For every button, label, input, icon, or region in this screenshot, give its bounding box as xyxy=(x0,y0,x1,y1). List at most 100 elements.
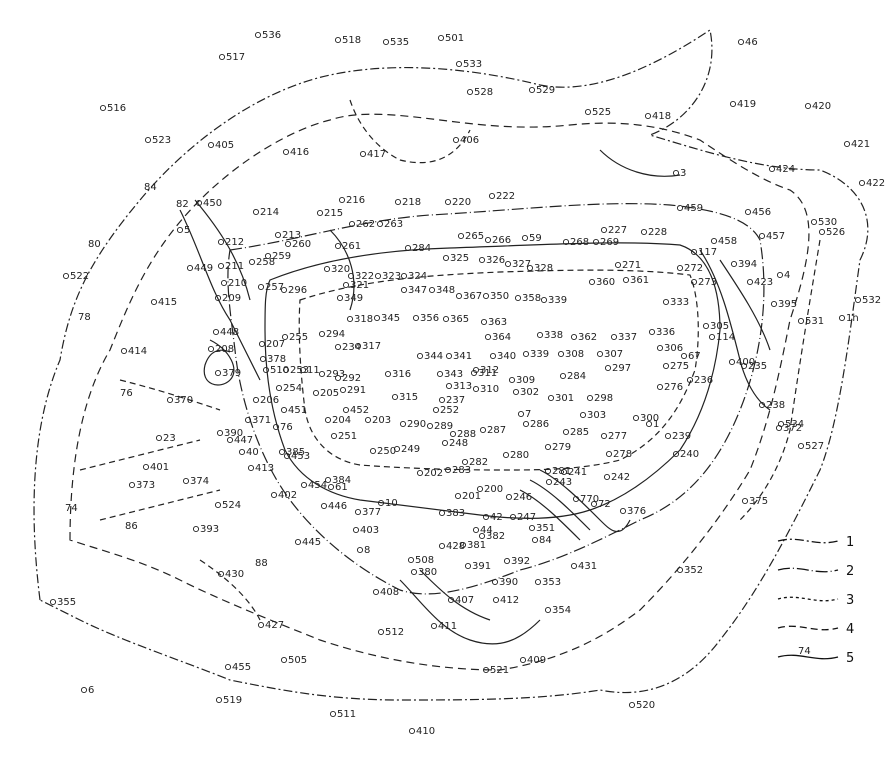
well-label: 378 xyxy=(267,354,286,365)
well-label: 283 xyxy=(452,465,471,476)
well-marker-icon xyxy=(391,393,399,401)
well-370: 370 xyxy=(166,395,193,406)
well-marker-icon xyxy=(708,333,716,341)
well-label: 431 xyxy=(578,561,597,572)
well-marker-icon xyxy=(316,209,324,217)
well-347: 347 xyxy=(400,285,427,296)
well-marker-icon xyxy=(49,598,57,606)
well-marker-icon xyxy=(374,272,382,280)
well-marker-icon xyxy=(217,570,225,578)
well-label: 456 xyxy=(752,207,771,218)
well-marker-icon xyxy=(676,204,684,212)
well-label: 276 xyxy=(664,382,683,393)
well-label: 372 xyxy=(783,423,802,434)
well-380: 380 xyxy=(410,567,437,578)
well-label: 427 xyxy=(265,620,284,631)
well-marker-icon xyxy=(354,342,362,350)
well-450: 450 xyxy=(195,198,222,209)
well-320: 320 xyxy=(323,264,350,275)
well-1h: 1h xyxy=(838,313,859,324)
well-label: 459 xyxy=(684,203,703,214)
legend-line-sample xyxy=(777,538,839,544)
well-525: 525 xyxy=(584,107,611,118)
well-label: 322 xyxy=(355,271,374,282)
well-375: 375 xyxy=(741,496,768,507)
well-label: 451 xyxy=(288,405,307,416)
well-label: 354 xyxy=(552,605,571,616)
well-marker-icon xyxy=(347,272,355,280)
well-214: 214 xyxy=(252,207,279,218)
well-label: 422 xyxy=(866,178,885,189)
well-marker-icon xyxy=(400,286,408,294)
well-label: 364 xyxy=(492,332,511,343)
well-label: 206 xyxy=(260,395,279,406)
well-280: 280 xyxy=(502,450,529,461)
well-marker-icon xyxy=(257,283,265,291)
well-label: 360 xyxy=(596,277,615,288)
well-label: 5 xyxy=(184,225,190,236)
well-label: 457 xyxy=(766,231,785,242)
well-marker-icon xyxy=(404,244,412,252)
legend-line-sample xyxy=(777,654,839,660)
well-label: 272 xyxy=(684,263,703,274)
well-marker-icon xyxy=(491,578,499,586)
well-marker-icon xyxy=(676,566,684,574)
well-label: 259 xyxy=(272,251,291,262)
contour-line xyxy=(349,99,471,164)
well-23: 23 xyxy=(155,433,176,444)
well-418: 418 xyxy=(644,111,671,122)
well-label: 269 xyxy=(600,237,619,248)
well-label: 393 xyxy=(200,524,219,535)
well-label: 1 xyxy=(653,419,659,430)
well-label: 240 xyxy=(680,449,699,460)
well-label: 349 xyxy=(344,293,363,304)
well-label: 395 xyxy=(778,299,797,310)
well-421: 421 xyxy=(843,139,870,150)
well-420: 420 xyxy=(804,101,831,112)
well-344: 344 xyxy=(416,351,443,362)
well-label: 508 xyxy=(415,555,434,566)
well-label: 23 xyxy=(163,433,176,444)
well-label: 517 xyxy=(226,52,245,63)
well-label: 382 xyxy=(486,531,505,542)
well-marker-icon xyxy=(797,317,805,325)
well-marker-icon xyxy=(459,541,467,549)
well-marker-icon xyxy=(254,31,262,39)
well-marker-icon xyxy=(472,385,480,393)
well-label: 361 xyxy=(630,275,649,286)
well-marker-icon xyxy=(600,226,608,234)
well-339: 339 xyxy=(522,349,549,360)
well-label: 450 xyxy=(203,198,222,209)
well-529: 529 xyxy=(528,85,555,96)
well-382: 382 xyxy=(478,531,505,542)
well-label: 239 xyxy=(672,431,691,442)
well-324: 324 xyxy=(400,271,427,282)
well-label: 521 xyxy=(490,665,509,676)
well-374: 374 xyxy=(182,476,209,487)
contour-line xyxy=(79,439,201,471)
well-marker-icon xyxy=(531,536,539,544)
well-label: 380 xyxy=(418,567,437,578)
well-label: 341 xyxy=(453,351,472,362)
well-44: 44 xyxy=(472,525,493,536)
well-marker-icon xyxy=(758,232,766,240)
well-label: 207 xyxy=(266,339,285,350)
well-marker-icon xyxy=(437,34,445,42)
well-327: 327 xyxy=(504,259,531,270)
well-marker-icon xyxy=(252,396,260,404)
well-376: 376 xyxy=(619,506,646,517)
well-262: 262 xyxy=(348,219,375,230)
well-marker-icon xyxy=(562,238,570,246)
well-marker-icon xyxy=(445,352,453,360)
well-marker-icon xyxy=(517,410,525,418)
well-marker-icon xyxy=(294,538,302,546)
well-label: 205 xyxy=(320,388,339,399)
well-label: 510 xyxy=(270,365,289,376)
well-marker-icon xyxy=(810,218,818,226)
well-308: 308 xyxy=(557,349,584,360)
well-302: 302 xyxy=(512,387,539,398)
well-marker-icon xyxy=(346,315,354,323)
well-marker-icon xyxy=(482,292,490,300)
well-label: 416 xyxy=(290,147,309,158)
well-marker-icon xyxy=(662,362,670,370)
